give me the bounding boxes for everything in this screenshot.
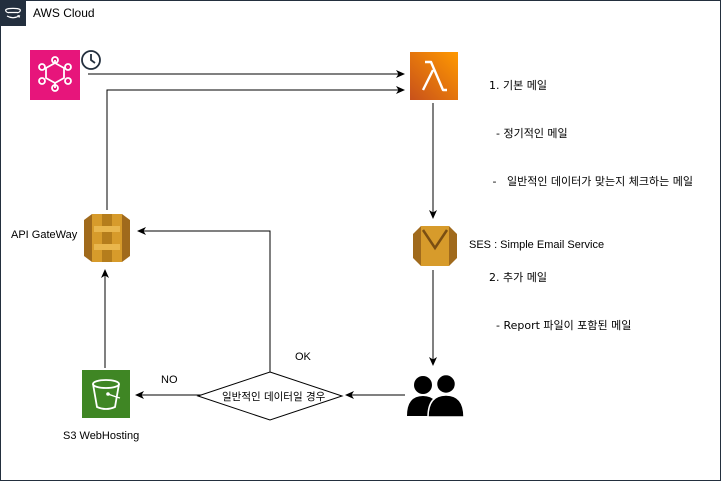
note-line: 2. 추가 메일 <box>489 271 547 284</box>
decision-label: 일반적인 데이터일 경우 <box>222 391 326 403</box>
edge-decision-apigw-ok <box>137 227 271 373</box>
api-gateway-icon <box>84 214 130 262</box>
edge-label-ok: OK <box>295 351 311 363</box>
ses-icon <box>413 226 457 266</box>
note-line: - Report 파일이 포함된 메일 <box>489 319 632 332</box>
cloud-title: AWS Cloud <box>33 6 95 20</box>
note-line: - 정기적인 메일 <box>489 127 568 140</box>
edge-label-no: NO <box>161 374 178 386</box>
s3-label: S3 WebHosting <box>63 430 140 442</box>
note-line <box>489 222 693 238</box>
s3-bucket-icon <box>82 370 130 418</box>
lambda-icon <box>410 52 458 100</box>
aws-logo-icon <box>0 0 26 26</box>
note-line: - 일반적인 데이터가 맞는지 체크하는 메일 <box>489 175 693 188</box>
mail-notes: 1. 기본 메일 - 정기적인 메일 - 일반적인 데이터가 맞는지 체크하는 … <box>489 46 693 366</box>
api-gateway-label: API GateWay <box>11 229 78 241</box>
decision-diamond <box>196 371 344 421</box>
ses-label: SES : Simple Email Service <box>469 239 605 251</box>
edge-apigw-lambda <box>106 86 405 210</box>
users-icon <box>407 374 465 418</box>
clock-icon <box>81 50 101 70</box>
note-line: 1. 기본 메일 <box>489 79 547 92</box>
eventbridge-icon <box>30 50 80 100</box>
